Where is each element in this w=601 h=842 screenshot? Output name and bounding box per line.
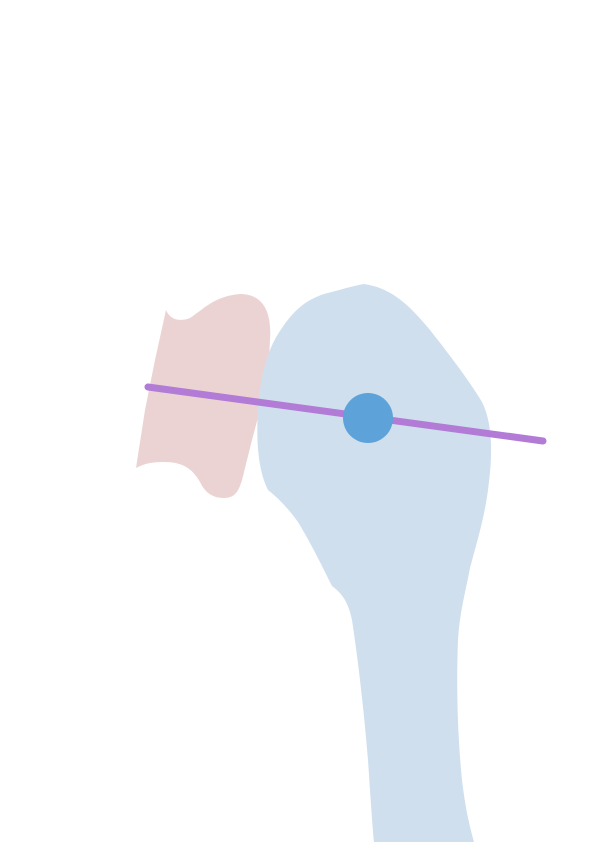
humerus-shape <box>257 284 492 842</box>
rotation-center-circle <box>343 393 393 443</box>
